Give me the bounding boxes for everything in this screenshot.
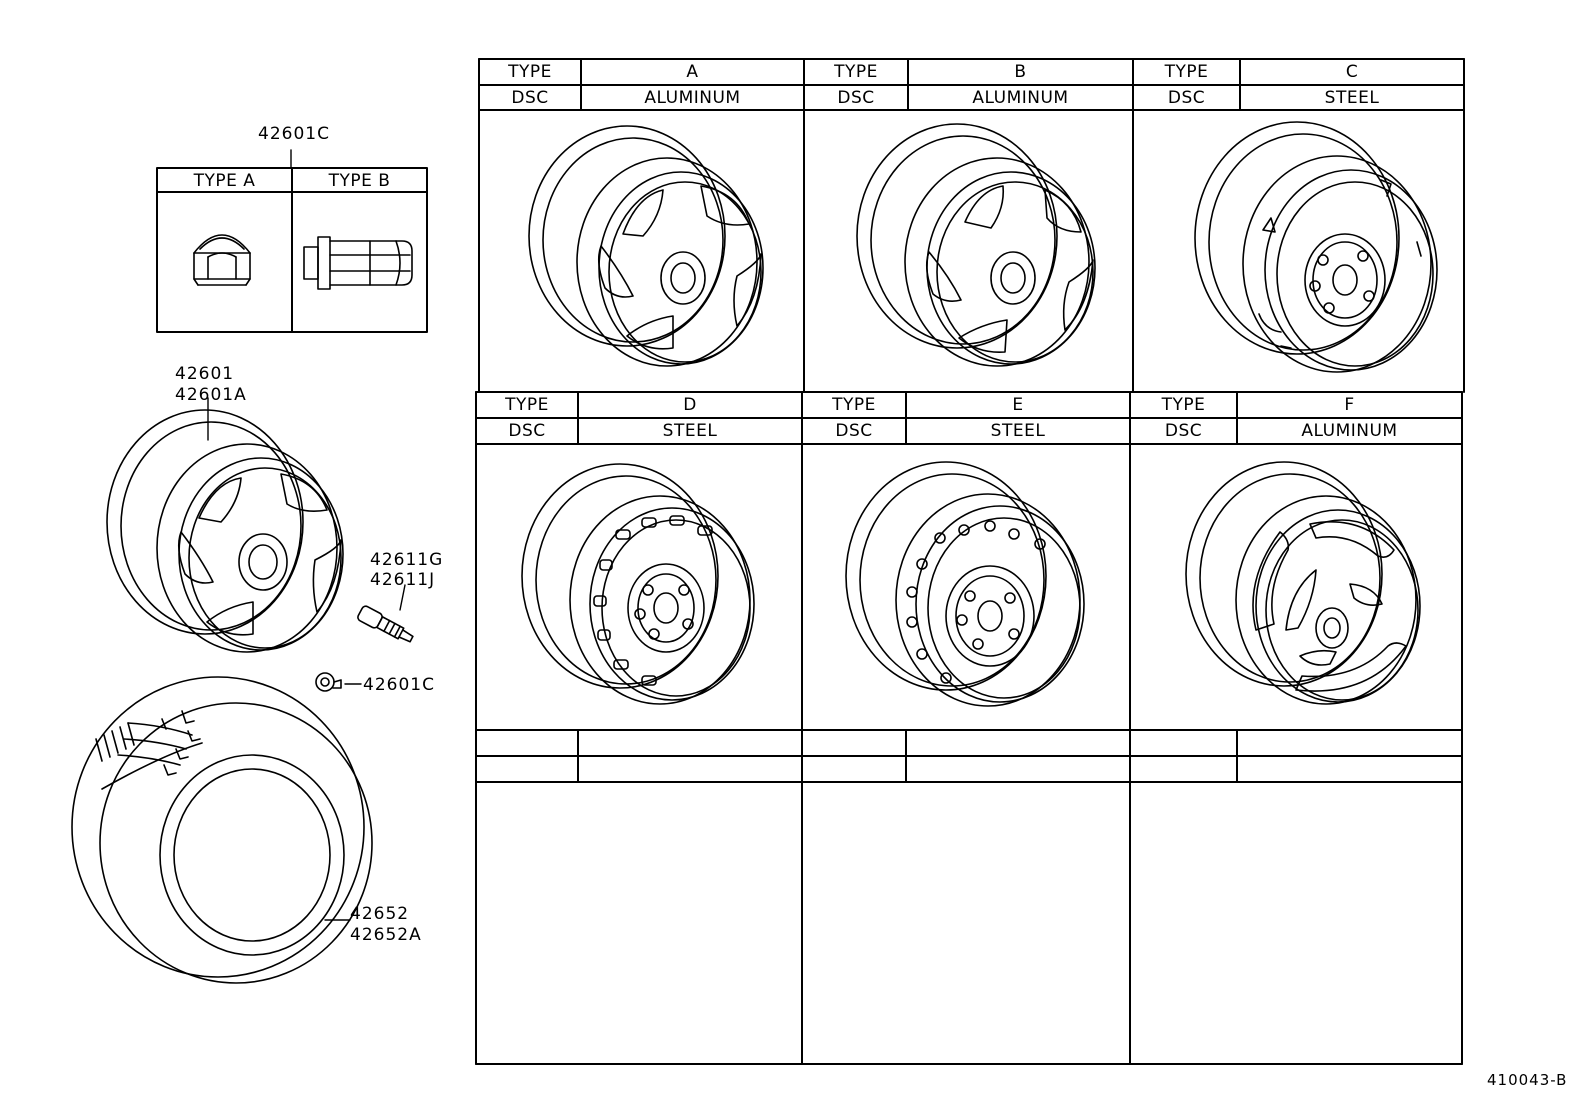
nut-table-callout: 42601C bbox=[258, 124, 330, 144]
dsc-label-f: DSC bbox=[1164, 421, 1203, 441]
type-value-f: F bbox=[1344, 395, 1355, 415]
type-label-e: TYPE bbox=[832, 395, 876, 415]
callout-tire-1: 42652 bbox=[350, 904, 410, 924]
wheel-type-a bbox=[528, 125, 764, 367]
wheel-nut bbox=[315, 672, 362, 692]
type-value-d: D bbox=[683, 395, 697, 415]
tire bbox=[71, 676, 373, 984]
wheel-type-c bbox=[1194, 121, 1438, 373]
dsc-value-d: STEEL bbox=[662, 421, 718, 441]
callout-wheel-2: 42601A bbox=[175, 385, 247, 405]
type-label-d: TYPE bbox=[505, 395, 549, 415]
flange-nut-type-b bbox=[303, 236, 413, 290]
wheel-type-e bbox=[845, 461, 1085, 707]
wheel-type-d bbox=[521, 463, 755, 705]
nut-type-a-header: TYPE A bbox=[193, 171, 256, 191]
wheel-type-f bbox=[1185, 461, 1421, 705]
dsc-label-b: DSC bbox=[837, 88, 875, 108]
type-value-a: A bbox=[686, 62, 699, 82]
callout-tire-2: 42652A bbox=[350, 925, 422, 945]
callout-nut: 42601C bbox=[363, 675, 435, 695]
nut-type-b-header: TYPE B bbox=[328, 171, 391, 191]
dsc-value-f: ALUMINUM bbox=[1301, 421, 1398, 441]
callout-wheel-1: 42601 bbox=[175, 364, 235, 384]
type-label-f: TYPE bbox=[1161, 395, 1206, 415]
wheel-table-grid bbox=[475, 58, 1465, 1065]
dsc-label-d: DSC bbox=[508, 421, 546, 441]
type-value-c: C bbox=[1345, 62, 1359, 82]
dsc-value-b: ALUMINUM bbox=[972, 88, 1069, 108]
figure-code: 410043-B bbox=[1487, 1071, 1568, 1089]
callout-valve-2: 42611J bbox=[370, 570, 436, 590]
valve-stem bbox=[357, 605, 414, 643]
exploded-wheel bbox=[106, 409, 344, 653]
type-label-a: TYPE bbox=[508, 62, 552, 82]
dsc-label-c: DSC bbox=[1167, 88, 1206, 108]
nut-type-table bbox=[156, 149, 428, 333]
type-value-e: E bbox=[1012, 395, 1024, 415]
type-label-b: TYPE bbox=[834, 62, 878, 82]
leader-valve bbox=[399, 584, 406, 611]
type-label-c: TYPE bbox=[1164, 62, 1209, 82]
type-value-b: B bbox=[1014, 62, 1027, 82]
dsc-label-e: DSC bbox=[835, 421, 873, 441]
dsc-value-c: STEEL bbox=[1324, 88, 1380, 108]
cap-nut-type-a bbox=[193, 234, 251, 286]
dsc-label-a: DSC bbox=[511, 88, 549, 108]
wheel-type-b bbox=[856, 123, 1096, 367]
dsc-value-e: STEEL bbox=[990, 421, 1046, 441]
dsc-value-a: ALUMINUM bbox=[644, 88, 741, 108]
callout-valve-1: 42611G bbox=[370, 550, 444, 570]
